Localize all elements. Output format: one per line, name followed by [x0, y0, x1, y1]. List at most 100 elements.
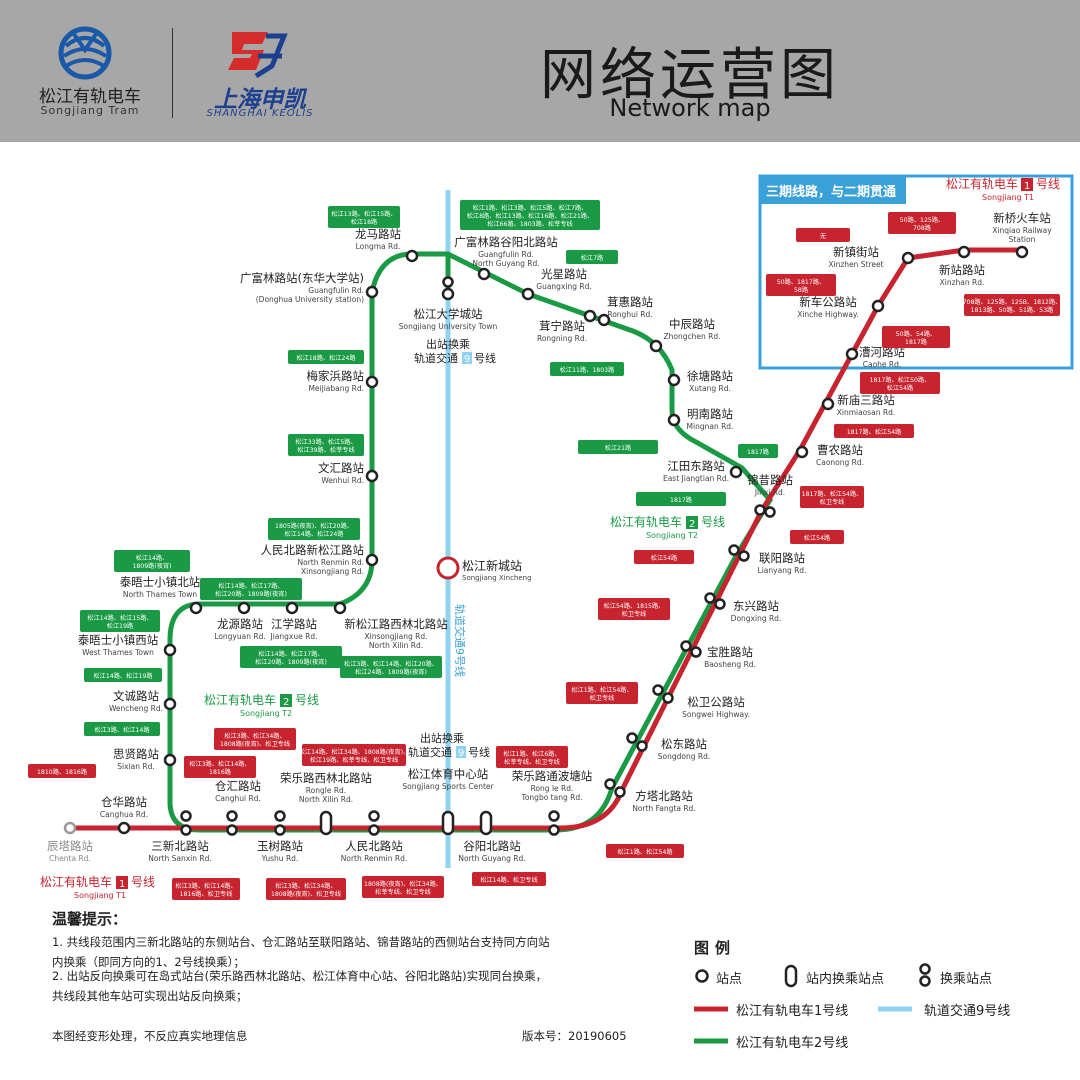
- legend-t2-label: 松江有轨电车2号线: [736, 1036, 849, 1051]
- bus-tag-background: [472, 872, 546, 886]
- station-name: 龙源路站: [217, 617, 263, 631]
- bus-tag-background: [566, 250, 618, 264]
- bus-transfer-tag: 708路、125路、125B、1812路、1813路、50路、51路、53路: [963, 294, 1061, 316]
- station-markers: [117, 245, 1029, 835]
- bus-transfer-tag: 松江1路、松江3路、松江5路、松江7路、松江8路、松江13路、松江16路、松江2…: [460, 200, 600, 230]
- bus-transfer-tag: 松江14路、松江17路、松江20路、1809路(夜宵): [200, 578, 302, 600]
- bus-tag-text: 1808路(夜宵)、松卫专线: [220, 740, 290, 748]
- bus-tag-background: [578, 440, 658, 454]
- songjiang-tram-logo-icon: [58, 26, 112, 80]
- station-name-en: Rong le Rd.: [531, 784, 574, 793]
- station-label: 广富林路站(东华大学站)Guangfulin Rd.(Donghua Unive…: [240, 271, 364, 304]
- station-name-en: Rongle Rd.: [306, 786, 346, 795]
- station-name-en-2: North Xilin Rd.: [369, 641, 423, 650]
- station-name: 文汇路站: [318, 461, 364, 475]
- legend-station-label: 站点: [716, 972, 743, 987]
- island-platform-markers: [319, 810, 493, 836]
- station-name: 新松江路西林北路站: [344, 617, 448, 631]
- svg-text:松江有轨电车: 松江有轨电车: [946, 176, 1018, 191]
- tip-1-line-2: 内换乘（即同方向的1、2号线换乘）；: [52, 955, 245, 969]
- legend-t2-line-icon: [694, 1038, 728, 1044]
- station-dot-meijiabang: [365, 375, 379, 389]
- station-name-en: Xinzhen Street: [828, 260, 883, 269]
- station-name: 广富林路谷阳北路站: [454, 235, 558, 249]
- station-name: 广富林路站(东华大学站): [240, 271, 364, 285]
- station-name: 漕河路站: [859, 345, 905, 359]
- station-name: 龙马路站: [355, 227, 401, 241]
- bus-tag-text: 松江14路、松江24路: [284, 530, 344, 538]
- station-name: 江田东路站: [667, 459, 725, 473]
- station-name: 泰晤士小镇西站: [78, 633, 159, 647]
- bus-tag-background: [302, 744, 406, 766]
- bus-tag-background: [796, 228, 850, 242]
- bus-tag-background: [566, 682, 638, 704]
- station-name: 中辰路站: [669, 317, 715, 331]
- svg-text:出站换乘: 出站换乘: [420, 731, 464, 745]
- station-name-en: Canghua Rd.: [100, 810, 148, 819]
- station-name-en: Rongning Rd.: [537, 334, 587, 343]
- tram-line-1: [70, 247, 1022, 831]
- station-dot-xinzhen: [901, 251, 915, 265]
- station-name-en: Mingnan Rd.: [687, 422, 734, 431]
- bus-tag-text: 1808路(夜宵)、松江34路、: [364, 880, 442, 888]
- bus-tag-text: 松江1路、松江54路、: [571, 686, 632, 694]
- legend-station-icon: [695, 969, 709, 983]
- bus-tag-text: 松江3路、松江34路、: [224, 732, 285, 740]
- svg-text:号线: 号线: [295, 693, 319, 707]
- bus-tag-background: [550, 362, 624, 376]
- metro-station-name: 松江新城站: [462, 558, 522, 573]
- bus-tag-text: 松江21路: [605, 444, 632, 452]
- bus-transfer-tag: 50路、1817路、58路: [766, 274, 836, 296]
- bus-transfer-tag: 松江3路、松江14路、1816路: [184, 756, 256, 778]
- bus-tag-text: 1809路(夜宵): [132, 562, 171, 570]
- bus-tag-text: 松江18路: [351, 218, 378, 226]
- bus-tag-background: [834, 424, 914, 438]
- station-name: 谷阳北路站: [463, 839, 521, 853]
- bus-tag-background: [634, 550, 694, 564]
- station-name-en: Sixian Rd.: [117, 762, 154, 771]
- station-name: 泰晤士小镇北站: [120, 575, 201, 589]
- svg-text:2: 2: [689, 519, 695, 530]
- station-dot-xinqiao: [1015, 245, 1029, 259]
- bus-tag-text: 松莘专线、松卫专线: [375, 888, 431, 896]
- station-name: 荣乐路通波塘站: [512, 769, 593, 783]
- bus-tag-text: 1816路: [209, 768, 232, 776]
- svg-text:号线: 号线: [1036, 177, 1060, 191]
- bus-tag-text: 松江19路、松莘专线、松卫专线: [310, 756, 398, 764]
- svg-text:轨道交通: 轨道交通: [414, 351, 458, 365]
- station-dot-xilin-north: [333, 601, 347, 615]
- legend-t1-line-icon: [694, 1006, 728, 1012]
- shanghai-keolis-logo-icon: [228, 32, 288, 79]
- station-name-en: Chenta Rd.: [49, 854, 91, 863]
- station-dot-canghua: [117, 821, 131, 835]
- t2-line-label-left: 松江有轨电车 2 号线 Songjiang T2: [204, 692, 319, 718]
- svg-text:9: 9: [458, 748, 464, 759]
- bus-transfer-tag: 1810路、1816路: [28, 764, 96, 778]
- bus-transfer-tag: 松江14路、松卫专线: [472, 872, 546, 886]
- svg-text:松江有轨电车: 松江有轨电车: [610, 514, 682, 529]
- bus-tag-background: [84, 668, 162, 682]
- station-name-en: Dongxing Rd.: [731, 614, 782, 623]
- bus-tag-text: 松江3路、松江14路: [94, 726, 150, 734]
- logo-divider: [172, 28, 173, 118]
- station-name-en: Zhongchen Rd.: [664, 332, 721, 341]
- bus-tag-text: 松江66路、1803路、松莘专线: [487, 220, 573, 228]
- station-name: 人民北路站: [345, 839, 403, 853]
- phase3-box: [758, 174, 1074, 370]
- bus-tag-text: 松江14路、松江19路: [93, 672, 153, 680]
- svg-text:出站换乘: 出站换乘: [426, 337, 470, 351]
